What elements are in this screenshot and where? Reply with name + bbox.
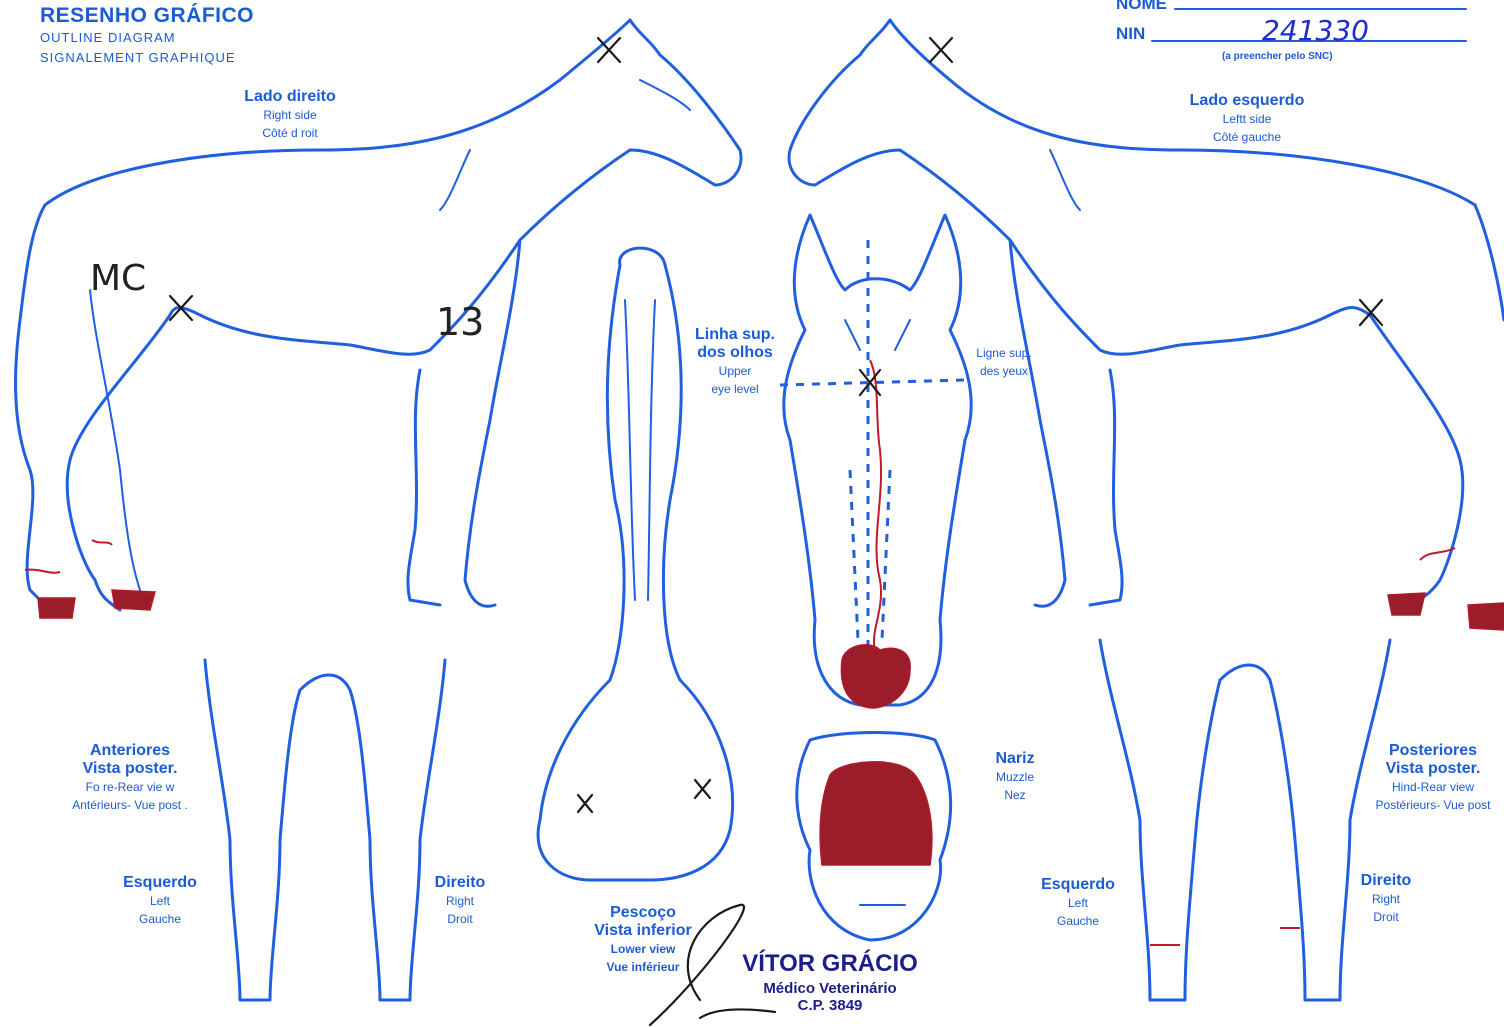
fore-rear-pt-2: Vista poster.	[30, 760, 230, 778]
stamp-name: VÍTOR GRÁCIO	[720, 950, 940, 978]
right-side-label: Lado direito Right side Côté d roit	[205, 88, 375, 142]
eye-level-fr-2: des yeux	[962, 362, 1046, 380]
eye-level-label: Linha sup. dos olhos Upper eye level	[680, 326, 790, 398]
muzzle-fr: Nez	[975, 786, 1055, 804]
neck-pt-1: Pescoço	[578, 904, 708, 922]
eye-level-fr-label: Ligne sup. des yeux	[962, 344, 1046, 380]
form-subtitle-fr: SIGNALEMENT GRAPHIQUE	[40, 50, 236, 65]
muzzle-marking	[841, 645, 910, 708]
hind-right-fr: Droit	[1346, 908, 1426, 926]
fore-rear-fr: Antérieurs- Vue post .	[30, 796, 230, 814]
fore-left-pt: Esquerdo	[110, 874, 210, 892]
fore-rear-pt-1: Anteriores	[30, 742, 230, 760]
hoof-marking	[38, 598, 75, 618]
stamp-role: Médico Veterinário	[720, 980, 940, 997]
eye-level-en-2: eye level	[680, 380, 790, 398]
neck-marks	[578, 780, 710, 812]
eye-level-fr-1: Ligne sup.	[962, 344, 1046, 362]
left-side-horse-outline	[789, 20, 1504, 610]
fore-right-pt: Direito	[420, 874, 500, 892]
hind-right-en: Right	[1346, 890, 1426, 908]
vet-stamp: VÍTOR GRÁCIO Médico Veterinário C.P. 384…	[720, 950, 940, 1014]
form-subtitle-en: OUTLINE DIAGRAM	[40, 30, 176, 45]
hind-rear-en: Hind-Rear view	[1362, 778, 1504, 796]
neck-fr: Vue inférieur	[578, 958, 708, 976]
fore-left-fr: Gauche	[110, 910, 210, 928]
left-side-label: Lado esquerdo Leftt side Côté gauche	[1162, 92, 1332, 146]
fore-rear-label: Anteriores Vista poster. Fo re-Rear vie …	[30, 742, 230, 814]
hind-right-label: Direito Right Droit	[1346, 872, 1426, 926]
fore-right-label: Direito Right Droit	[420, 874, 500, 928]
hind-legs-outline	[1100, 640, 1390, 1000]
left-side-fr: Côté gauche	[1162, 128, 1332, 146]
nose-marking	[820, 762, 932, 865]
muzzle-label: Nariz Muzzle Nez	[975, 750, 1055, 804]
hind-left-pt: Esquerdo	[1030, 876, 1126, 894]
nome-label: NOME	[1116, 0, 1167, 14]
eye-level-pt-2: dos olhos	[680, 344, 790, 362]
neck-pt-2: Vista inferior	[578, 922, 708, 940]
right-side-en: Right side	[205, 106, 375, 124]
fore-right-fr: Droit	[420, 910, 500, 928]
stamp-reg: C.P. 3849	[720, 997, 940, 1014]
fore-rear-en: Fo re-Rear vie w	[30, 778, 230, 796]
muzzle-pt: Nariz	[975, 750, 1055, 768]
hoof-marking	[1468, 603, 1504, 630]
hind-rear-fr: Postérieurs- Vue post	[1362, 796, 1504, 814]
neck-en: Lower view	[578, 940, 708, 958]
fore-left-label: Esquerdo Left Gauche	[110, 874, 210, 928]
form-title: RESENHO GRÁFICO	[40, 4, 254, 28]
hoof-marking	[112, 590, 155, 610]
number-mark: 13	[436, 300, 484, 344]
eye-level-pt-1: Linha sup.	[680, 326, 790, 344]
hind-left-fr: Gauche	[1030, 912, 1126, 930]
left-side-en: Leftt side	[1162, 110, 1332, 128]
muzzle-en: Muzzle	[975, 768, 1055, 786]
head-front-outline	[784, 215, 971, 705]
fore-right-en: Right	[420, 892, 500, 910]
right-side-pt: Lado direito	[205, 88, 375, 106]
left-side-pt: Lado esquerdo	[1162, 92, 1332, 110]
nin-note: (a preencher pelo SNC)	[1222, 51, 1333, 62]
hoof-marking	[1388, 593, 1425, 615]
eye-level-en-1: Upper	[680, 362, 790, 380]
brand-mark: MC	[90, 258, 146, 299]
nin-value: 241330	[1262, 14, 1369, 47]
hind-left-en: Left	[1030, 894, 1126, 912]
hind-rear-label: Posteriores Vista poster. Hind-Rear view…	[1362, 742, 1504, 814]
fore-left-en: Left	[110, 892, 210, 910]
hind-right-pt: Direito	[1346, 872, 1426, 890]
hind-rear-pt-1: Posteriores	[1362, 742, 1504, 760]
hind-rear-pt-2: Vista poster.	[1362, 760, 1504, 778]
nin-label: NIN	[1116, 24, 1145, 44]
hind-left-label: Esquerdo Left Gauche	[1030, 876, 1126, 930]
right-side-fr: Côté d roit	[205, 124, 375, 142]
fore-legs-outline	[205, 660, 445, 1000]
neck-label: Pescoço Vista inferior Lower view Vue in…	[578, 904, 708, 976]
